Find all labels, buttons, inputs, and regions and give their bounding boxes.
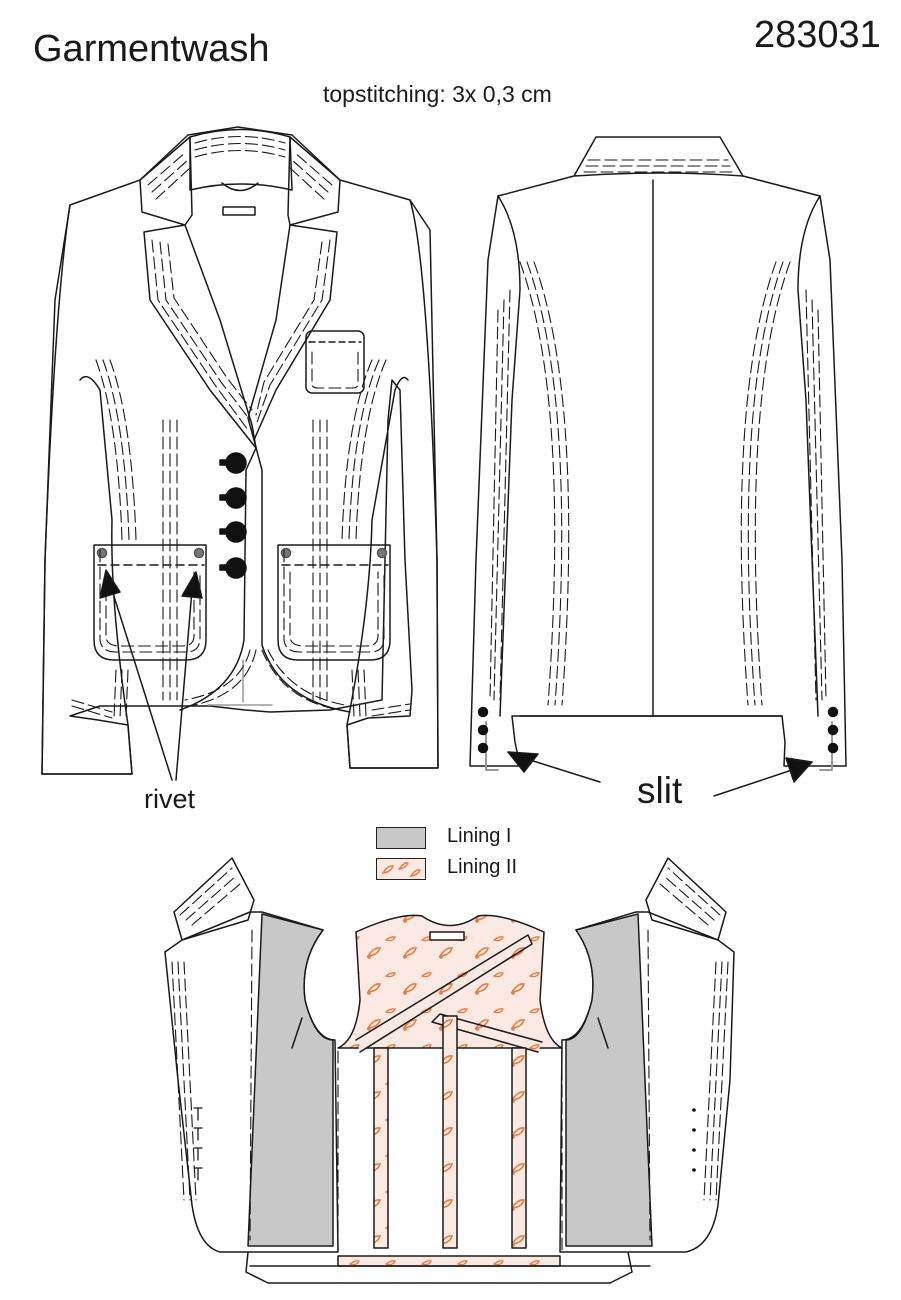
inside-neck-label (429, 931, 465, 941)
left-lapel (143, 224, 257, 449)
yoke-band-right (431, 1013, 543, 1053)
topstitching-note: topstitching: 3x 0,3 cm (323, 81, 552, 107)
inside-left-edge (164, 951, 249, 1253)
button-shank-4 (219, 564, 229, 571)
left-patch-pocket (93, 544, 207, 661)
front-button-2 (225, 487, 247, 509)
slit-callout-label: slit (637, 770, 683, 811)
right-patch-pocket (277, 544, 391, 661)
lining-ii-hem-band (337, 1255, 561, 1267)
front-button-3 (225, 521, 247, 543)
garment-title: Garmentwash (33, 28, 270, 70)
inside-dart-left (291, 1017, 303, 1049)
rivet-left-1 (96, 547, 108, 559)
back-left-sleeve-seam (497, 195, 521, 717)
lining-ii-strip-2 (442, 1015, 458, 1249)
front-opening (179, 447, 257, 711)
button-shank-1 (219, 459, 229, 466)
front-topstitching (71, 135, 411, 719)
inside-right-lapel (645, 857, 727, 941)
back-right-sleeve-seam (797, 195, 821, 717)
right-collar (287, 136, 341, 226)
front-neck-band (189, 128, 293, 191)
legend-swatch-lining-i (376, 827, 426, 849)
button-shank-2 (219, 494, 229, 501)
lining-ii-strip-1 (373, 1047, 389, 1249)
jacket-back-view (469, 136, 847, 771)
lining-ii-motif-icon (381, 862, 421, 877)
cuff-button-left-2 (477, 724, 489, 736)
rivet-right-2 (376, 547, 388, 559)
inside-left-lapel (173, 857, 255, 941)
rivet-arrowhead-right (181, 571, 203, 599)
front-opening-right (253, 439, 351, 713)
front-button-1 (225, 452, 247, 474)
slit-right (819, 721, 833, 771)
jacket-front-view (41, 126, 439, 775)
cuff-button-right-1 (827, 706, 839, 718)
legend-swatch-lining-ii (376, 858, 426, 880)
front-right-sleeve (346, 199, 439, 769)
front-button-4 (225, 557, 247, 579)
style-number: 283031 (754, 14, 881, 56)
front-left-sleeve (41, 204, 133, 775)
inside-sleeve-buttons (692, 1108, 696, 1172)
neck-curve (221, 182, 259, 192)
left-collar (139, 136, 193, 226)
button-shank-3 (219, 528, 229, 535)
slit-callout-arrows (507, 751, 813, 797)
slit-left (485, 721, 499, 771)
legend-label-lining-ii: Lining II (447, 856, 518, 878)
slit-arrowhead-left (507, 751, 539, 773)
rivet-left-2 (193, 547, 205, 559)
legend-label-lining-i: Lining I (447, 825, 512, 847)
rivet-arrowhead-left (99, 569, 121, 599)
inside-dart-right (597, 1017, 609, 1049)
cuff-button-right-2 (827, 724, 839, 736)
right-lapel (247, 224, 338, 441)
rivet-callout-arrows (99, 569, 203, 781)
rivet-callout-label: rivet (144, 784, 196, 814)
yoke-band-left (355, 934, 533, 1053)
rivet-right-1 (280, 547, 292, 559)
cuff-button-right-3 (827, 742, 839, 754)
neck-label (222, 206, 256, 216)
chest-pocket (305, 330, 365, 394)
back-collar (573, 136, 744, 177)
slit-arrowhead-right (785, 757, 813, 783)
inside-sleeve-buttonholes (193, 1107, 203, 1181)
jacket-inside-view (164, 857, 735, 1284)
front-body-outline (41, 126, 439, 775)
lining-i-left (247, 913, 334, 1247)
lining-i-right (565, 913, 653, 1247)
back-topstitching (489, 159, 827, 706)
lining-ii-strip-3 (511, 1047, 527, 1249)
cuff-button-left-3 (477, 742, 489, 754)
inside-topstitching (171, 867, 729, 1251)
cuff-button-left-1 (477, 706, 489, 718)
